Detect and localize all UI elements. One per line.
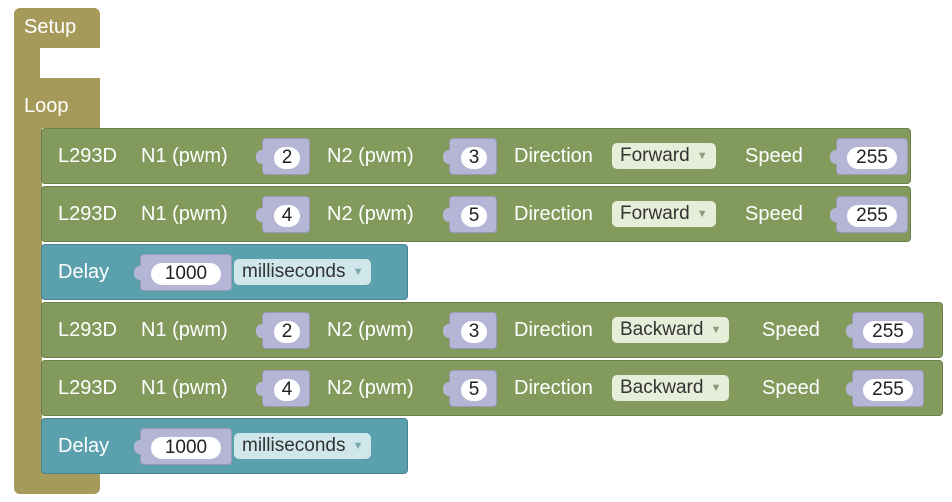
chevron-down-icon: ▼: [710, 382, 722, 394]
direction-dropdown[interactable]: Backward ▼: [612, 317, 730, 343]
direction-label: Direction: [514, 145, 593, 167]
setup-label: Setup: [24, 16, 77, 38]
n2-value[interactable]: 3: [461, 147, 487, 169]
delay-label: Delay: [58, 435, 110, 457]
n2-label: N2 (pwm): [327, 377, 414, 399]
delay-label: Delay: [58, 261, 110, 283]
chevron-down-icon: ▼: [696, 150, 708, 162]
n2-socket[interactable]: 5: [443, 370, 497, 407]
n2-label: N2 (pwm): [327, 145, 414, 167]
delay-block[interactable]: Delay 1000 milliseconds ▼: [41, 418, 408, 474]
n2-socket[interactable]: 3: [443, 138, 497, 175]
n1-value[interactable]: 2: [274, 321, 300, 343]
direction-dropdown[interactable]: Backward ▼: [612, 375, 730, 401]
speed-value[interactable]: 255: [863, 379, 913, 401]
chevron-down-icon: ▼: [352, 266, 364, 278]
n1-value[interactable]: 4: [274, 205, 300, 227]
delay-unit-dropdown[interactable]: milliseconds ▼: [234, 259, 372, 285]
l293d-block[interactable]: L293D N1 (pwm) 2 N2 (pwm) 3 Direction Fo…: [41, 128, 911, 184]
n1-socket[interactable]: 4: [256, 370, 310, 407]
setup-notch: [46, 56, 66, 70]
speed-socket[interactable]: 255: [846, 312, 924, 349]
n1-label: N1 (pwm): [141, 145, 228, 167]
speed-label: Speed: [745, 203, 803, 225]
delay-unit-value: milliseconds: [242, 261, 346, 282]
n2-value[interactable]: 5: [461, 205, 487, 227]
n1-value[interactable]: 4: [274, 379, 300, 401]
direction-value: Backward: [620, 319, 704, 340]
block-title: L293D: [58, 377, 117, 399]
n2-value[interactable]: 3: [461, 321, 487, 343]
delay-block[interactable]: Delay 1000 milliseconds ▼: [41, 244, 408, 300]
n1-socket[interactable]: 4: [256, 196, 310, 233]
n1-label: N1 (pwm): [141, 319, 228, 341]
block-title: L293D: [58, 203, 117, 225]
direction-label: Direction: [514, 377, 593, 399]
n2-value[interactable]: 5: [461, 379, 487, 401]
direction-value: Forward: [620, 145, 690, 166]
l293d-block[interactable]: L293D N1 (pwm) 4 N2 (pwm) 5 Direction Ba…: [41, 360, 943, 416]
l293d-block[interactable]: L293D N1 (pwm) 4 N2 (pwm) 5 Direction Fo…: [41, 186, 911, 242]
direction-label: Direction: [514, 203, 593, 225]
direction-value: Forward: [620, 203, 690, 224]
speed-label: Speed: [762, 377, 820, 399]
chevron-down-icon: ▼: [710, 324, 722, 336]
loop-label: Loop: [24, 95, 69, 117]
setup-bottom: [14, 78, 100, 96]
speed-socket[interactable]: 255: [830, 138, 908, 175]
speed-value[interactable]: 255: [863, 321, 913, 343]
chevron-down-icon: ▼: [696, 208, 708, 220]
delay-socket[interactable]: 1000: [134, 254, 232, 291]
n1-label: N1 (pwm): [141, 377, 228, 399]
n2-socket[interactable]: 3: [443, 312, 497, 349]
chevron-down-icon: ▼: [352, 440, 364, 452]
direction-label: Direction: [514, 319, 593, 341]
n2-label: N2 (pwm): [327, 319, 414, 341]
delay-unit-value: milliseconds: [242, 435, 346, 456]
delay-unit-dropdown[interactable]: milliseconds ▼: [234, 433, 372, 459]
n1-label: N1 (pwm): [141, 203, 228, 225]
n2-socket[interactable]: 5: [443, 196, 497, 233]
direction-dropdown[interactable]: Forward ▼: [612, 143, 716, 169]
delay-socket[interactable]: 1000: [134, 428, 232, 465]
loop-stem: [14, 120, 42, 482]
block-title: L293D: [58, 145, 117, 167]
block-title: L293D: [58, 319, 117, 341]
l293d-block[interactable]: L293D N1 (pwm) 2 N2 (pwm) 3 Direction Ba…: [41, 302, 943, 358]
delay-value[interactable]: 1000: [151, 263, 221, 285]
n1-value[interactable]: 2: [274, 147, 300, 169]
speed-label: Speed: [762, 319, 820, 341]
delay-value[interactable]: 1000: [151, 437, 221, 459]
n2-label: N2 (pwm): [327, 203, 414, 225]
speed-socket[interactable]: 255: [846, 370, 924, 407]
direction-value: Backward: [620, 377, 704, 398]
speed-value[interactable]: 255: [847, 147, 897, 169]
direction-dropdown[interactable]: Forward ▼: [612, 201, 716, 227]
speed-label: Speed: [745, 145, 803, 167]
speed-value[interactable]: 255: [847, 205, 897, 227]
loop-bottom: [14, 472, 100, 494]
n1-socket[interactable]: 2: [256, 138, 310, 175]
speed-socket[interactable]: 255: [830, 196, 908, 233]
n1-socket[interactable]: 2: [256, 312, 310, 349]
